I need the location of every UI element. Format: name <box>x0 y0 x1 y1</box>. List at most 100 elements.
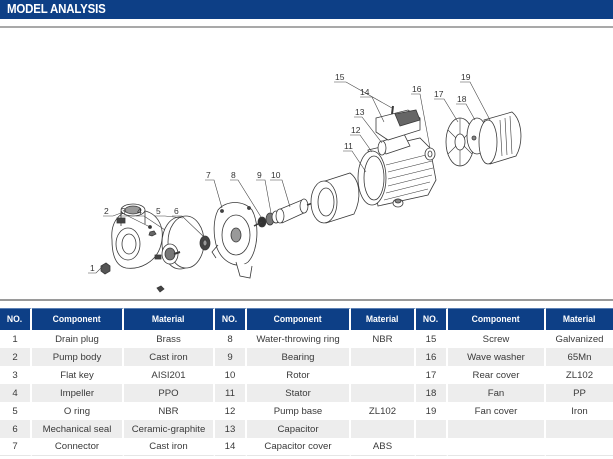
cell-no: 6 <box>0 420 32 438</box>
column-header-material: Material <box>124 308 215 330</box>
cell-no: 3 <box>0 366 32 384</box>
callout-19: 19 <box>461 72 471 82</box>
section-header-bar: MODEL ANALYSIS <box>0 0 613 19</box>
cell-material <box>546 420 613 438</box>
callout-7: 7 <box>206 170 211 180</box>
callout-12: 12 <box>351 125 361 135</box>
callout-11: 11 <box>344 141 353 151</box>
cell-material: Ceramic-graphite <box>124 420 215 438</box>
exploded-pump-diagram: 1 2 3 4 5 6 7 8 9 10 11 12 13 14 15 16 1… <box>0 30 613 296</box>
part-rear-cover <box>445 117 475 167</box>
cell-material: NBR <box>351 330 416 348</box>
part-flat-key <box>148 225 157 237</box>
cell-no <box>416 420 448 438</box>
table-row: 4 Impeller PPO 11 Stator 18 Fan PP <box>0 384 613 402</box>
exploded-view-svg: 1 2 3 4 5 6 7 8 9 10 11 12 13 14 15 16 1… <box>88 72 522 293</box>
cell-no: 15 <box>416 330 448 348</box>
cell-material <box>546 438 613 456</box>
cell-material: PPO <box>124 384 215 402</box>
column-header-no: NO. <box>416 308 448 330</box>
cell-material: ZL102 <box>546 366 613 384</box>
callout-2: 2 <box>104 206 109 216</box>
cell-no: 19 <box>416 402 448 420</box>
callout-6: 6 <box>174 206 179 216</box>
part-fan-cover <box>478 111 522 165</box>
cell-material <box>351 366 416 384</box>
cell-no: 11 <box>215 384 247 402</box>
table-row: 2 Pump body Cast iron 9 Bearing 16 Wave … <box>0 348 613 366</box>
table-row: 6 Mechanical seal Ceramic-graphite 13 Ca… <box>0 420 613 438</box>
cell-material: ZL102 <box>351 402 416 420</box>
column-header-no: NO. <box>0 308 32 330</box>
cell-no: 10 <box>215 366 247 384</box>
divider-bottom <box>0 299 613 301</box>
cell-component: Capacitor cover <box>247 438 351 456</box>
cell-component: Stator <box>247 384 351 402</box>
table-row: 1 Drain plug Brass 8 Water-throwing ring… <box>0 330 613 348</box>
cell-component: Screw <box>448 330 546 348</box>
cell-material: NBR <box>124 402 215 420</box>
cell-component: Water-throwing ring <box>247 330 351 348</box>
column-header-component: Component <box>247 308 351 330</box>
cell-material: Brass <box>124 330 215 348</box>
table-header-row: NO. Component Material NO. Component Mat… <box>0 308 613 330</box>
cell-material: 65Mn <box>546 348 613 366</box>
cell-no: 7 <box>0 438 32 456</box>
parts-table: NO. Component Material NO. Component Mat… <box>0 308 613 456</box>
part-connector <box>211 202 258 279</box>
part-rotor <box>275 198 314 224</box>
cell-component <box>448 438 546 456</box>
callout-17: 17 <box>434 89 444 99</box>
cell-component: Drain plug <box>32 330 124 348</box>
cell-component: Bearing <box>247 348 351 366</box>
cell-no: 9 <box>215 348 247 366</box>
cell-component: Impeller <box>32 384 124 402</box>
part-capacitor-cover <box>375 109 421 141</box>
part-screw <box>391 105 394 115</box>
callout-5: 5 <box>156 206 161 216</box>
cell-material <box>351 420 416 438</box>
table-row: 7 Connector Cast iron 14 Capacitor cover… <box>0 438 613 456</box>
part-impeller <box>161 215 205 270</box>
cell-no: 18 <box>416 384 448 402</box>
cell-component: Pump base <box>247 402 351 420</box>
cell-material: Galvanized <box>546 330 613 348</box>
cell-no: 5 <box>0 402 32 420</box>
cell-no: 13 <box>215 420 247 438</box>
callout-16: 16 <box>412 84 422 94</box>
part-pump-body <box>111 203 163 269</box>
cell-material: Iron <box>546 402 613 420</box>
column-header-material: Material <box>351 308 416 330</box>
cell-component: Rotor <box>247 366 351 384</box>
cell-component: Fan <box>448 384 546 402</box>
cell-component: Connector <box>32 438 124 456</box>
callout-10: 10 <box>271 170 281 180</box>
part-drain-plug <box>100 262 111 275</box>
cell-no <box>416 438 448 456</box>
callout-8: 8 <box>231 170 236 180</box>
cell-no: 16 <box>416 348 448 366</box>
cell-material: PP <box>546 384 613 402</box>
cell-material <box>351 384 416 402</box>
cell-component: Pump body <box>32 348 124 366</box>
cell-no: 14 <box>215 438 247 456</box>
cell-component: Capacitor <box>247 420 351 438</box>
cell-no: 17 <box>416 366 448 384</box>
cell-material: Cast iron <box>124 438 215 456</box>
part-pump-base <box>357 137 437 208</box>
section-title: MODEL ANALYSIS <box>7 2 106 16</box>
part-wave-washer <box>424 147 436 161</box>
callout-13: 13 <box>355 107 365 117</box>
cell-no: 2 <box>0 348 32 366</box>
cell-material: Cast iron <box>124 348 215 366</box>
table-row: 3 Flat key AISI201 10 Rotor 17 Rear cove… <box>0 366 613 384</box>
callout-3: 3 <box>121 206 126 216</box>
callout-labels: 1 2 3 4 5 6 7 8 9 10 11 12 13 14 15 16 1… <box>90 72 471 273</box>
table-row: 5 O ring NBR 12 Pump base ZL102 19 Fan c… <box>0 402 613 420</box>
column-header-no: NO. <box>215 308 247 330</box>
column-header-component: Component <box>32 308 124 330</box>
part-stator <box>310 172 360 224</box>
cell-component: Mechanical seal <box>32 420 124 438</box>
column-header-material: Material <box>546 308 613 330</box>
callout-14: 14 <box>360 87 370 97</box>
